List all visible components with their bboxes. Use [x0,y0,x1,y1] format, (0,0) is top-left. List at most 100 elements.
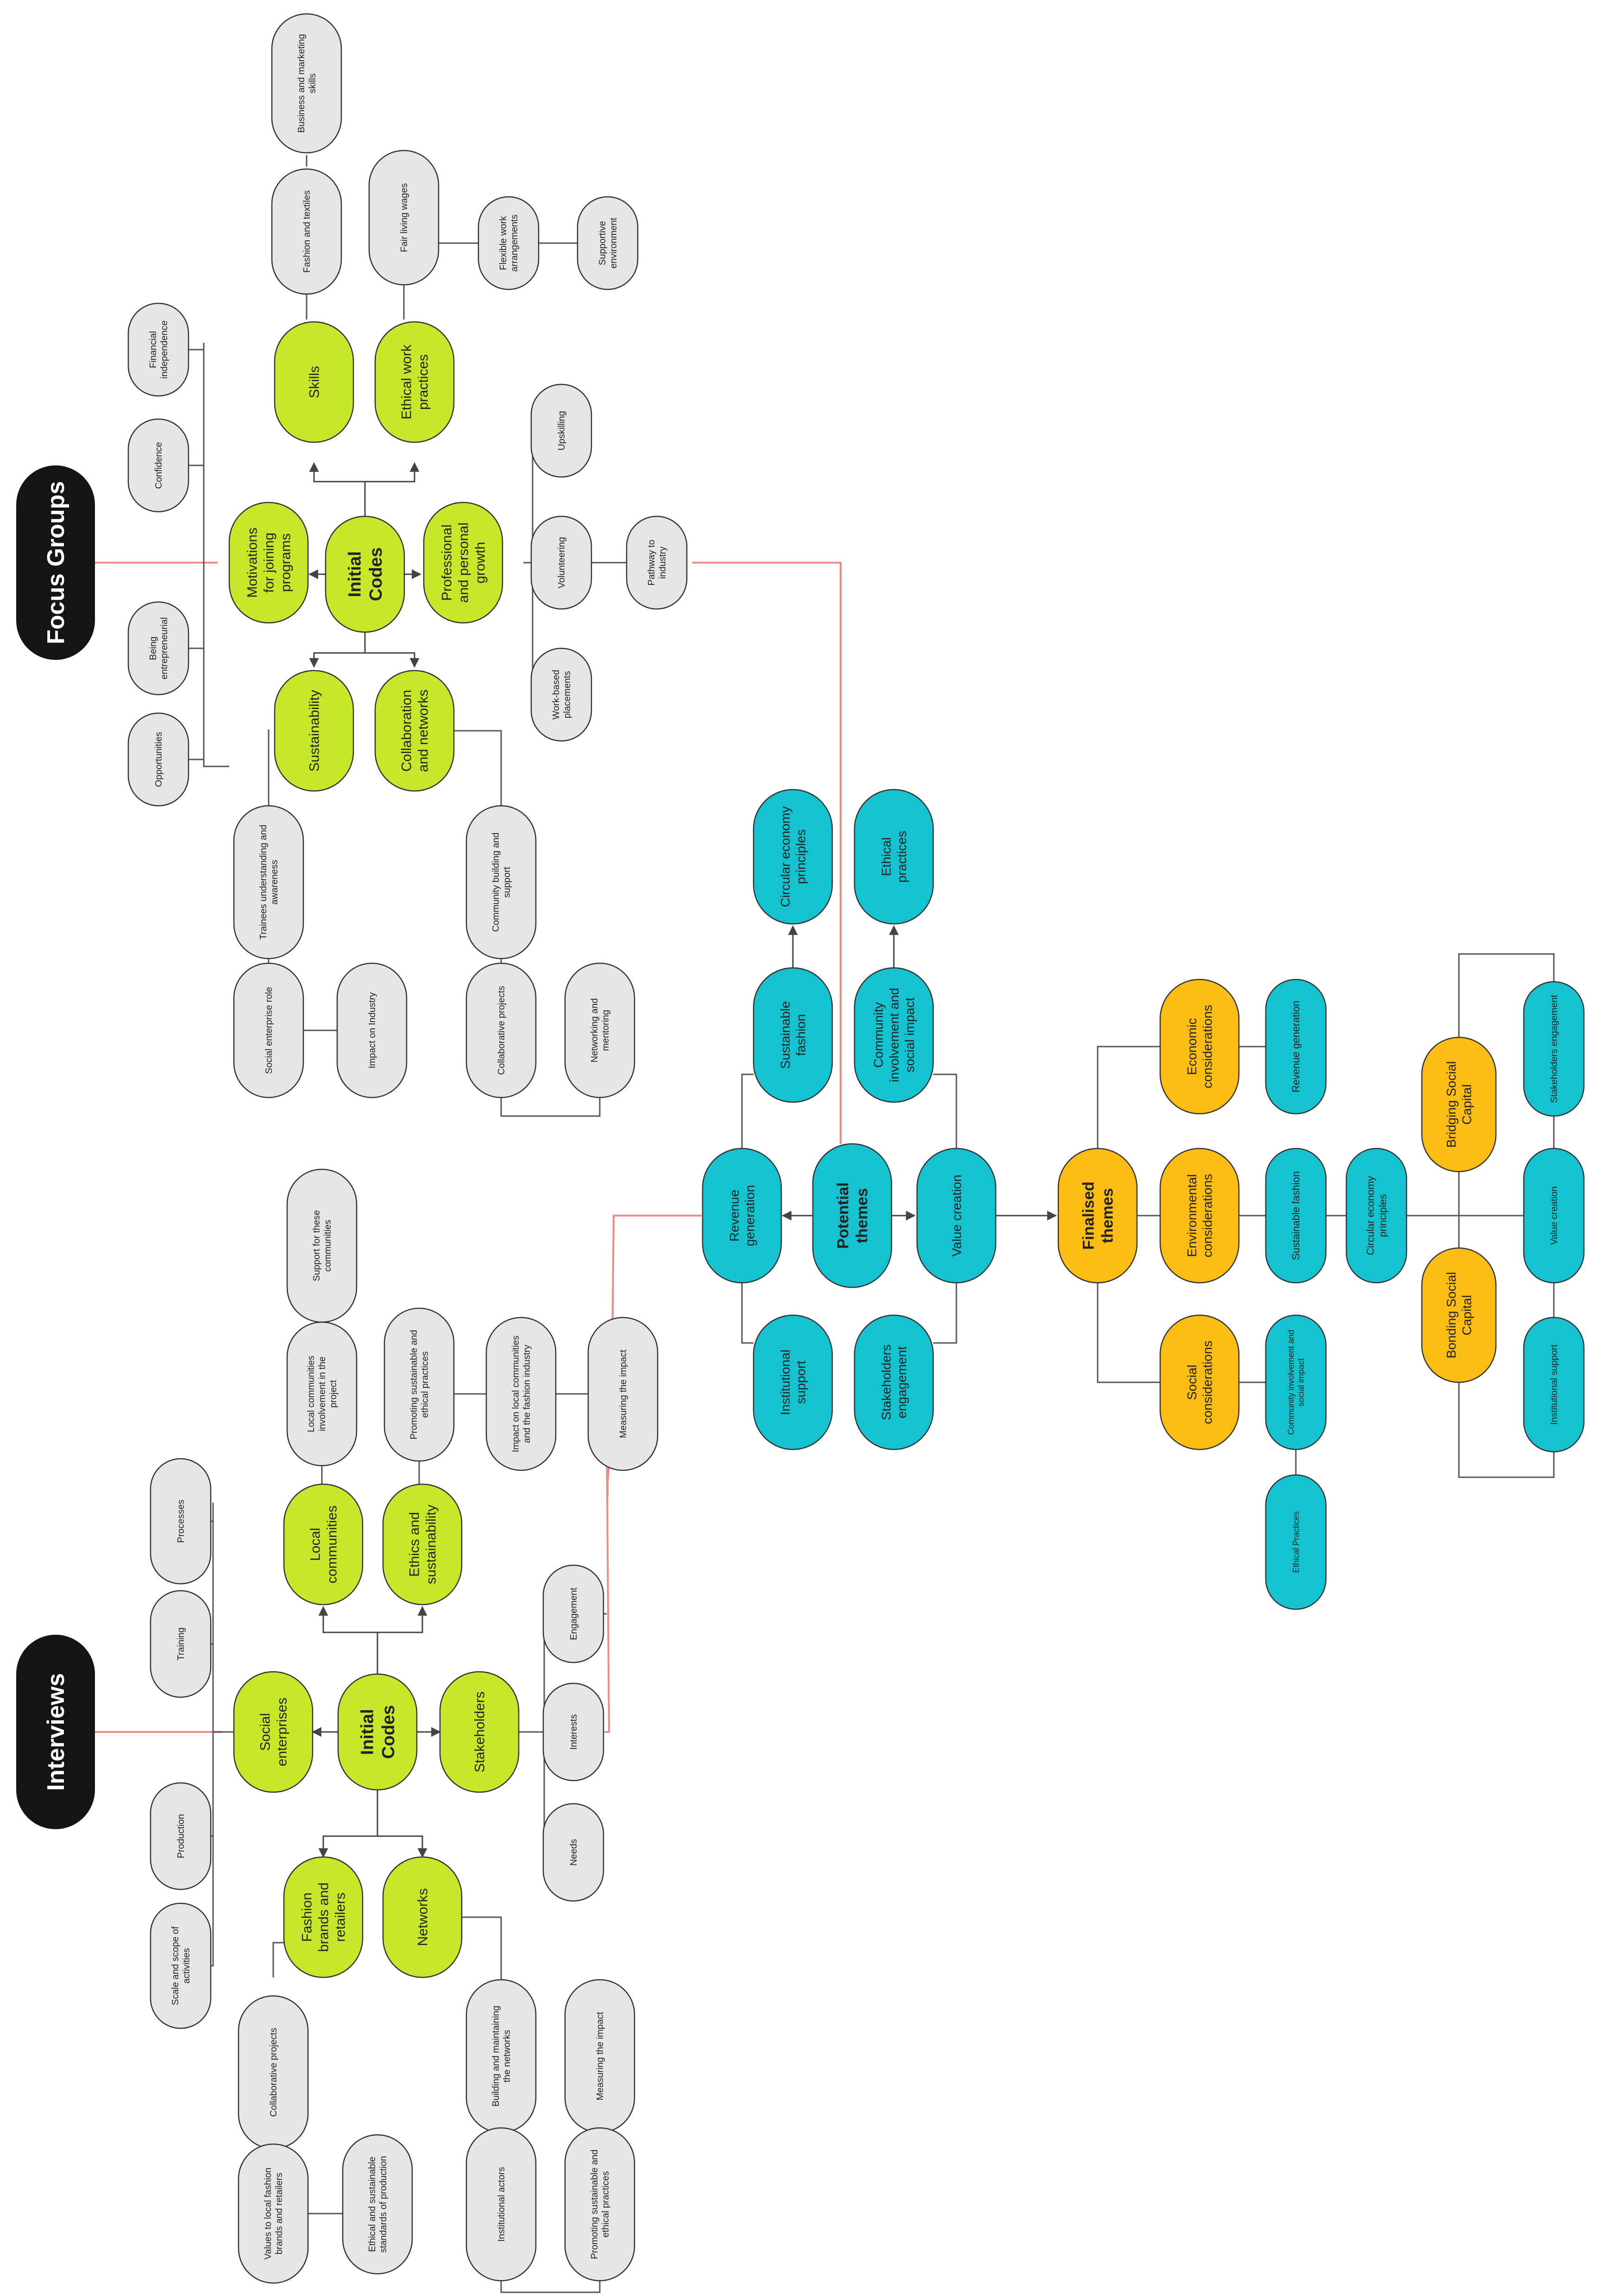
node-label: Opportunities [154,732,164,787]
node-label: Engagement [569,1587,579,1640]
node-pt-circ: Circular economyprinciples [753,789,833,925]
node-label: Interviews [43,1673,69,1791]
node-shape [854,1314,934,1450]
node-shape [233,962,304,1098]
node-label: Institutional actors [496,2167,507,2241]
node-shape [274,321,354,443]
node-label: Potentialthemes [835,1182,871,1249]
node-fg-sust: Sustainability [274,670,354,792]
node-fg-collproj: Collaborative projects [465,962,537,1098]
node-label: Finalisedthemes [1080,1181,1117,1249]
node-iv-collproj: Collaborative projects [238,1995,309,2150]
node-label: Institutionalsupport [778,1349,808,1415]
node-shape [916,1148,997,1284]
connector-line [692,562,842,1144]
node-ft-center: Finalisedthemes [1057,1148,1138,1284]
node-pt-rev: Revenuegeneration [702,1148,782,1284]
diagram-nodes: Focus GroupsInterviewsInitialCodesMotiva… [16,13,1585,2284]
node-shape [238,2143,309,2284]
node-iv-measure2: Measuring the impact [564,1979,635,2133]
section-header-iv: Interviews [16,1635,95,1829]
node-label: Upskilling [557,411,567,451]
connector-line [741,1073,754,1148]
node-pt-inst: Institutionalsupport [753,1314,833,1450]
node-shape [626,515,688,610]
node-shape [337,1673,418,1791]
connector-line [365,462,420,483]
node-label: Environmentalconsiderations [1185,1174,1215,1258]
node-label: Fair living wages [399,183,409,252]
node-label: Revenuegeneration [727,1185,757,1246]
node-fg-volun: Volunteering [530,515,592,610]
node-shape [374,670,455,792]
connector-line [1458,1382,1555,1478]
node-shape [1421,1247,1497,1383]
node-shape [530,383,592,478]
node-fg-fashtex: Fashion and textiles [271,168,342,295]
node-shape [228,502,309,624]
connector-line [318,1790,378,1858]
node-shape [477,196,540,290]
node-ft-bond: Bonding SocialCapital [1421,1247,1497,1383]
node-shape [587,1317,659,1471]
node-label: Focus Groups [43,481,69,644]
node-shape [127,712,189,807]
node-ft-inst: Institutional support [1523,1317,1585,1453]
node-label: Processes [176,1499,186,1543]
node-label: Circular economyprinciples [778,806,808,907]
connector-line [309,462,366,516]
node-iv-interest: Interests [542,1682,604,1782]
node-label: Ethical Practices [1291,1511,1300,1573]
node-label: Stakeholders [472,1691,488,1772]
node-shape [286,1321,358,1467]
node-shape [1345,1148,1407,1284]
node-label: Bridging SocialCapital [1444,1061,1474,1148]
connector-line [377,1835,427,1858]
node-iv-proc: Processes [150,1458,212,1585]
node-label: Sustainable fashion [1290,1171,1302,1260]
node-shape [1265,979,1327,1115]
node-shape [150,1590,212,1698]
node-shape [383,1307,455,1462]
node-label: Sustainability [307,690,322,772]
node-fg-opp: Opportunities [127,712,189,807]
node-shape [1265,1474,1327,1610]
node-ft-bridge: Bridging SocialCapital [1421,1036,1497,1173]
node-label: Social enterprise role [264,987,274,1074]
node-shape [485,1317,557,1471]
node-label: Economicconsiderations [1185,1005,1215,1089]
node-label: Needs [569,1839,579,1866]
node-shape [753,967,833,1103]
node-shape [1421,1036,1497,1173]
connector-line [933,1283,957,1344]
node-shape [382,1483,463,1606]
node-fg-upskill: Upskilling [530,383,592,478]
node-shape [465,962,537,1098]
node-shape [1159,979,1240,1115]
node-fg-initial: InitialCodes [325,515,405,633]
node-label: Networks [415,1888,431,1946]
node-shape [465,805,537,960]
node-fg-serole: Social enterprise role [233,962,304,1098]
node-label: InitialCodes [346,547,386,601]
node-shape [1523,1148,1585,1284]
